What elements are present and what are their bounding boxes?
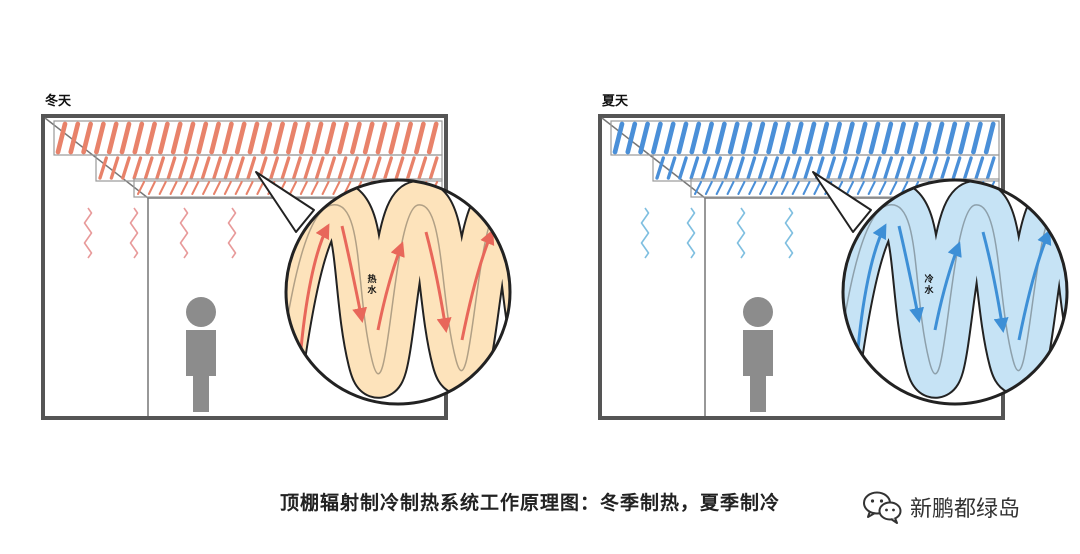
wechat-icon [863, 491, 902, 524]
ceiling-pipes-1 [612, 121, 996, 155]
water-label: 冷水 [924, 273, 934, 296]
radiant-wave-2 [129, 207, 139, 259]
flow-arrow-3 [376, 241, 405, 331]
flow-arrow-1 [298, 223, 330, 361]
winter-label: 冬天 [45, 94, 72, 109]
flow-arrow-4 [981, 231, 1009, 333]
flow-arrow-4 [424, 231, 452, 333]
ceiling-pipes-2 [655, 156, 996, 180]
magnifier-ring [841, 178, 1069, 406]
diagram-caption: 顶棚辐射制冷制热系统工作原理图：冬季制热，夏季制冷 [279, 492, 780, 514]
flow-arrow-5 [1017, 229, 1052, 341]
radiant-wave-2 [686, 207, 696, 259]
flow-arrow-5 [460, 229, 495, 341]
watermark: 新鹏都绿岛 [862, 490, 1020, 524]
radiant-wave-1 [83, 207, 93, 259]
magnifier-ring [284, 178, 512, 406]
radiant-wave-1 [640, 207, 650, 259]
person-head [743, 297, 773, 327]
flow-arrow-1 [855, 223, 887, 361]
winter-panel: 热水 [41, 114, 512, 420]
radiant-ceiling-diagram: 热水 冷水 [41, 114, 1069, 420]
ceiling-pipes-2 [98, 156, 439, 180]
ceiling-pipes-1 [55, 121, 439, 155]
callout-pointer [255, 171, 315, 233]
flow-arrow-3 [933, 241, 962, 331]
person-head [186, 297, 216, 327]
summer-panel: 冷水 [598, 114, 1069, 420]
summer-label: 夏天 [602, 94, 629, 109]
person-body [186, 330, 216, 412]
water-label: 热水 [367, 273, 377, 296]
flow-arrow-2 [897, 225, 925, 323]
radiant-wave-4 [227, 207, 237, 259]
radiant-wave-4 [784, 207, 794, 259]
person-body [743, 330, 773, 412]
flow-arrow-2 [340, 225, 368, 323]
callout-pointer [812, 171, 872, 233]
magnified-pipe: 热水 [286, 180, 510, 404]
radiant-wave-3 [736, 207, 746, 259]
radiant-wave-3 [179, 207, 189, 259]
watermark-text: 新鹏都绿岛 [910, 497, 1021, 522]
